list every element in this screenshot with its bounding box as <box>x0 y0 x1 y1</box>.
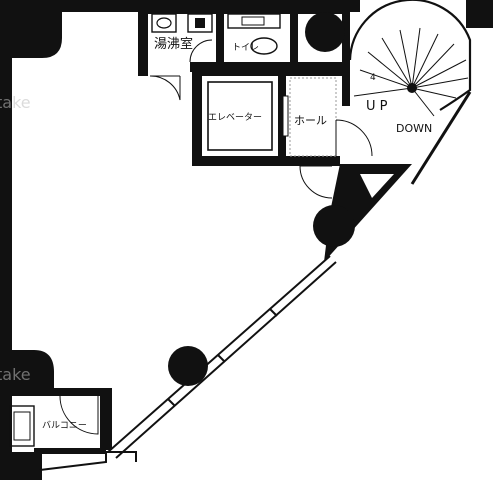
stair-treads <box>353 27 469 99</box>
stair-up-label: U P <box>366 99 388 114</box>
kitchen-toilet-partition <box>216 8 224 66</box>
balcony-door-swing <box>59 395 99 435</box>
column-interior <box>168 346 208 386</box>
hall-tile-area <box>289 77 337 157</box>
stair-down-label: DOWN <box>396 122 432 135</box>
spiral-stair: 4 U P DOWN <box>342 0 472 135</box>
sink-basin-icon <box>156 17 172 29</box>
balcony: バルコニー <box>0 388 137 471</box>
service-block-top-wall <box>138 8 350 14</box>
facade-upper-wall <box>410 91 472 185</box>
stove-icon <box>187 13 213 33</box>
corner-pillar-top-left <box>0 0 62 58</box>
balcony-bottom-slab <box>34 448 106 454</box>
diagonal-facade <box>107 91 472 459</box>
triangular-shaft-inner <box>360 174 394 198</box>
corner-pillar-bottom-left <box>0 350 54 390</box>
room-label-elevator: エレベーター <box>208 112 262 123</box>
service-block-right-wall <box>342 8 350 60</box>
toilet-bowl-icon <box>250 37 278 55</box>
balcony-ac-unit <box>9 405 35 447</box>
stove-burner-icon <box>195 18 205 28</box>
balcony-edge <box>39 451 137 471</box>
corner-block-top-right <box>466 0 493 28</box>
room-label-kitchenette: 湯沸室 <box>154 36 193 52</box>
toilet-tank-icon <box>227 13 281 29</box>
stair-step-mark: 4 <box>370 73 376 83</box>
bottom-left-block <box>0 452 42 480</box>
stair-down-arrow <box>411 87 435 117</box>
elevator-car <box>207 81 273 151</box>
room-label-hall: ホール <box>294 114 327 127</box>
balcony-ac-inner <box>13 411 31 441</box>
balcony-right-wall <box>100 392 112 450</box>
watermark-bottom: take <box>0 365 31 384</box>
hall-door-swing <box>335 119 373 157</box>
stair-landing-wall <box>342 56 350 106</box>
core-left-wall <box>192 66 202 166</box>
core-bottom-wall <box>192 156 340 166</box>
toilet-door-swing <box>189 39 213 63</box>
core-block: エレベーター ホール <box>192 66 373 199</box>
service-block-left-wall <box>138 8 148 76</box>
sink-icon <box>151 13 177 33</box>
watermark-top: take <box>0 93 31 112</box>
column-top-right <box>305 12 345 52</box>
balcony-top-wall <box>0 388 112 396</box>
core-top-wall <box>192 66 344 76</box>
room-label-toilet: トイレ <box>232 43 259 53</box>
hall-lower-door-swing <box>299 165 333 199</box>
facade-glazing <box>107 255 337 459</box>
column-facade-mid <box>313 205 355 247</box>
toilet-right-wall <box>290 8 298 66</box>
stair-outer-wall <box>348 0 472 111</box>
elevator-door-panel <box>282 95 289 137</box>
elevator-right-wall <box>278 76 286 156</box>
toilet-cistern-icon <box>241 16 265 26</box>
kitchenette-door-swing <box>149 75 181 101</box>
room-label-balcony: バルコニー <box>42 420 87 431</box>
